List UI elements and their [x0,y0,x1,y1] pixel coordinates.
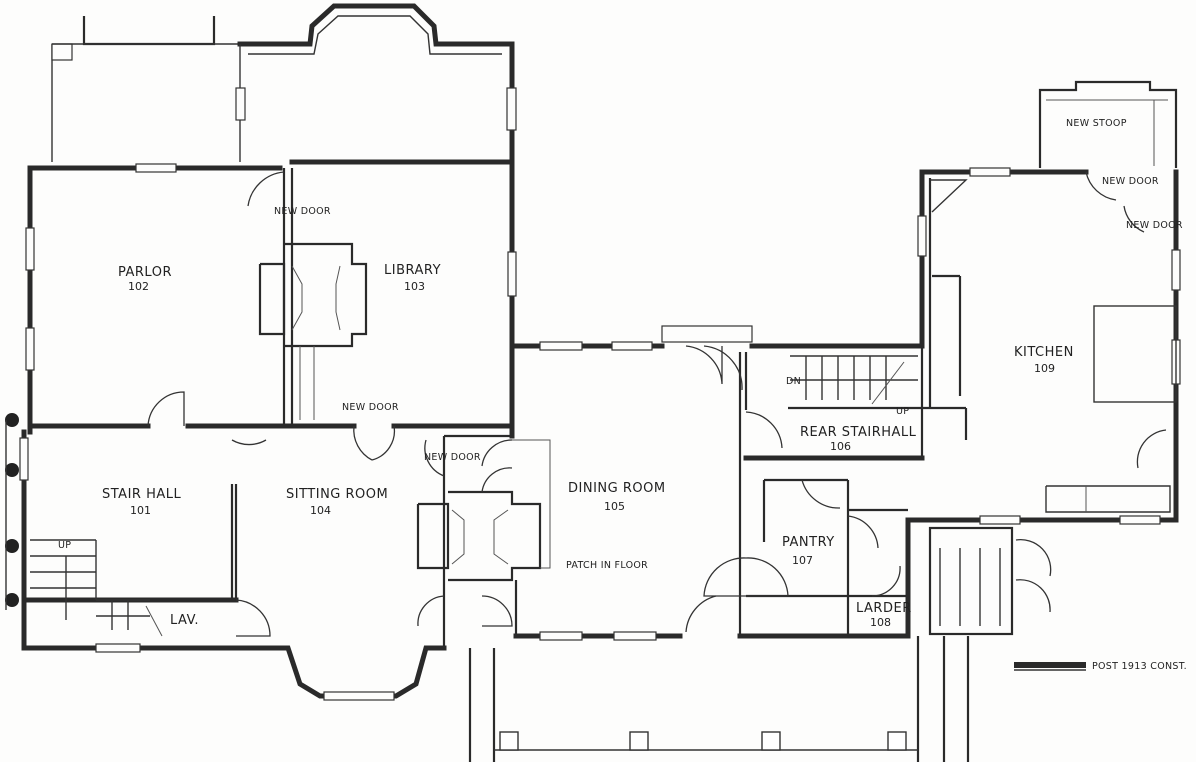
new-stoop [1038,80,1178,168]
new-door-note: NEW DOOR [424,452,481,463]
room-number: 109 [1034,362,1055,375]
room-label-stair-hall: STAIR HALL 101 [102,487,181,517]
room-number: 104 [310,504,331,517]
room-number: 103 [404,280,425,293]
room-label-pantry: PANTRY 107 [782,535,835,567]
chimney-parlor-library [258,242,368,420]
doors [147,171,1167,637]
interior-walls [21,168,968,648]
patch-in-floor-note: PATCH IN FLOOR [566,560,648,571]
legend: POST 1913 CONST. [1014,661,1187,672]
room-label-kitchen: KITCHEN 109 [1014,345,1074,375]
room-number: 107 [792,554,813,567]
dn-label: DN [786,376,801,387]
new-door-note: NEW DOOR [1102,176,1159,187]
room-number: 106 [830,440,851,453]
up-label: UP [58,540,71,551]
chimney-sitting-dining [416,439,551,582]
room-name: REAR STAIRHALL [800,425,917,440]
room-number: 101 [130,504,151,517]
lav-label: LAV. [170,613,199,628]
room-name: PANTRY [782,535,835,550]
entry-posts [5,413,19,610]
kitchen-stoop-stair [928,526,1014,636]
room-label-rear-stairhall: REAR STAIRHALL 106 [800,425,917,453]
main-stair [30,539,163,637]
room-name: PARLOR [118,265,172,280]
new-door-note: NEW DOOR [274,206,331,217]
legend-label: POST 1913 CONST. [1092,661,1187,672]
room-label-dining-room: DINING ROOM 105 [568,481,666,513]
rear-stair [790,355,918,405]
room-label-sitting-room: SITTING ROOM 104 [286,487,388,517]
rear-porch-left [51,16,240,162]
new-stoop-note: NEW STOOP [1066,118,1127,129]
annotations: NEW DOOR NEW DOOR NEW DOOR NEW DOOR NEW … [58,118,1183,628]
room-number: 102 [128,280,149,293]
new-door-note: NEW DOOR [342,402,399,413]
front-porch [468,636,970,762]
up-label: UP [896,406,909,417]
room-label-larder: LARDER 108 [856,601,912,629]
room-label-parlor: PARLOR 102 [118,265,172,293]
new-door-note: NEW DOOR [1126,220,1183,231]
room-name: SITTING ROOM [286,487,388,502]
room-name: KITCHEN [1014,345,1074,360]
legend-swatch [1014,662,1086,668]
rear-porch-bay [235,3,517,165]
room-number: 105 [604,500,625,513]
windows [19,163,1181,701]
room-name: LIBRARY [384,263,441,278]
room-name: LARDER [856,601,912,616]
room-number: 108 [870,616,891,629]
room-name: DINING ROOM [568,481,666,496]
room-label-library: LIBRARY 103 [384,263,441,293]
room-name: STAIR HALL [102,487,181,502]
kitchen-details [930,179,1177,513]
